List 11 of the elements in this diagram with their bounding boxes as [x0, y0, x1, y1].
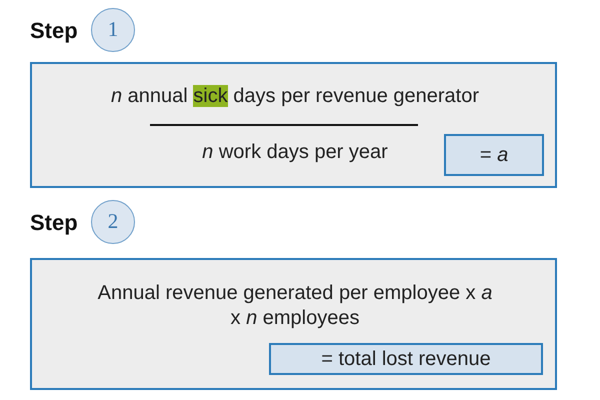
- result-box: = total lost revenue: [269, 343, 543, 375]
- formula-panel: [30, 258, 557, 390]
- result-box: = a: [444, 134, 544, 176]
- formula-text: Annual revenue generated per employee x a x n employees: [98, 282, 492, 329]
- step-number-badge: 1: [91, 8, 135, 52]
- denominator-text: n work days per year: [202, 141, 388, 163]
- step-heading: Step: [30, 18, 78, 44]
- step-heading: Step: [30, 210, 78, 236]
- step-number-badge: 2: [91, 200, 135, 244]
- numerator-text: n annual sick days per revenue generator: [110, 85, 480, 107]
- formula-panel: [30, 62, 557, 188]
